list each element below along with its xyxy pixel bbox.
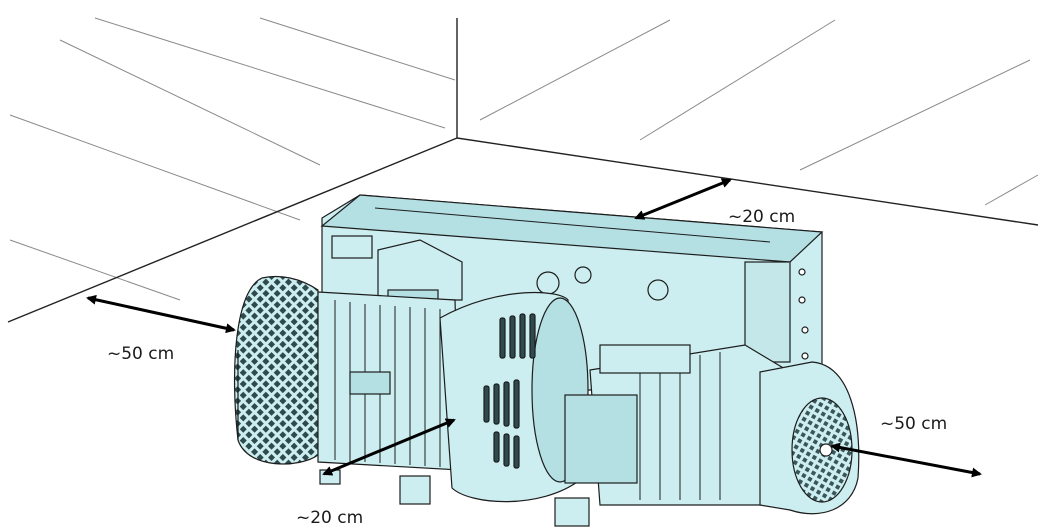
- room-corner: [7, 18, 1039, 323]
- left-clearance-arrow: [86, 294, 236, 334]
- rear-clearance-arrow: [634, 178, 732, 220]
- rear-clearance-label: ~20 cm: [728, 207, 796, 227]
- left-clearance-label: ~50 cm: [107, 344, 175, 364]
- right-fan-cover: [759, 361, 860, 515]
- right-clearance-arrow: [830, 442, 982, 478]
- right-motor: [554, 344, 791, 527]
- left-motor: [317, 291, 461, 505]
- left-fan-guard: [233, 275, 319, 465]
- front-clearance-label: ~20 cm: [296, 508, 364, 528]
- front-clearance-arrow: [322, 418, 456, 476]
- right-clearance-label: ~50 cm: [880, 414, 948, 434]
- clearance-arrows: [86, 178, 982, 478]
- wall-hatching: [9, 17, 1039, 301]
